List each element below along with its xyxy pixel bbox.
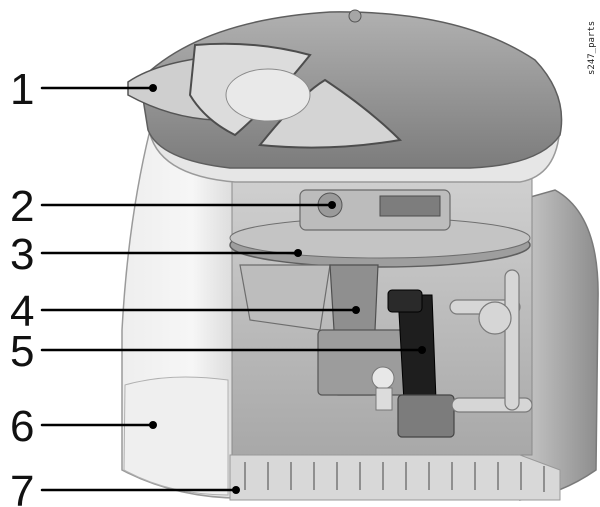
callout-6: 6 bbox=[10, 402, 34, 451]
pipes bbox=[449, 269, 533, 413]
base-ribs bbox=[244, 462, 545, 492]
inner-bowl bbox=[225, 68, 311, 122]
callout-2: 2 bbox=[10, 182, 34, 231]
callout-numbers: 1 2 3 4 5 6 7 bbox=[10, 65, 34, 507]
funnel bbox=[239, 264, 331, 331]
callout-leaders bbox=[40, 86, 424, 492]
lower-panel bbox=[123, 376, 229, 496]
callout-7: 7 bbox=[10, 467, 34, 507]
callout-5: 5 bbox=[10, 327, 34, 376]
callout-3: 3 bbox=[10, 230, 34, 279]
internal-components bbox=[229, 189, 533, 438]
base-floor bbox=[229, 454, 561, 501]
callout-4: 4 bbox=[10, 287, 34, 336]
callout-1: 1 bbox=[10, 65, 34, 114]
fitting bbox=[371, 366, 395, 390]
top-cap bbox=[127, 9, 563, 183]
pump-block bbox=[397, 394, 455, 438]
callout-dots bbox=[149, 84, 426, 494]
drawing-code: s247_parts bbox=[587, 21, 597, 75]
